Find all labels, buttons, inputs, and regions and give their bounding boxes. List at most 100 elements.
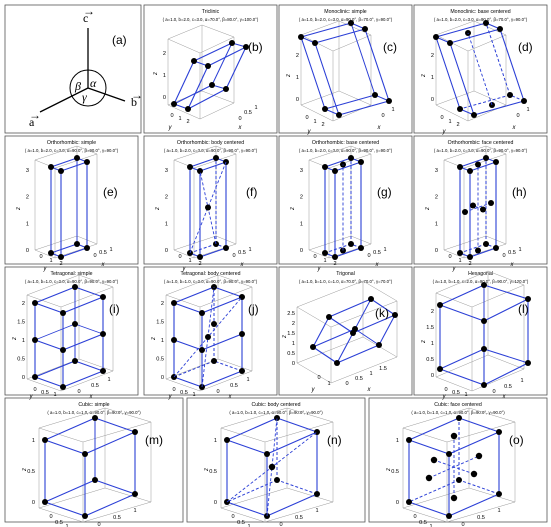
lattice-edge	[435, 36, 461, 110]
lattice-edge	[84, 493, 136, 517]
z-tick-label: 0.5	[426, 357, 434, 363]
axes-box-edge	[173, 145, 217, 161]
axes-box-edge	[443, 235, 487, 251]
lattice-edge	[336, 344, 380, 364]
panel-l: Hexagonal( a=1.0, b=1.0, c=2.0, α=90.0°,…	[413, 266, 548, 400]
panel-border	[278, 135, 413, 265]
lattice-edge	[483, 284, 529, 300]
x-axis-label: x	[512, 125, 517, 131]
axes-box-edge	[167, 104, 201, 120]
y-tick-label: 0.5	[41, 390, 49, 396]
lattice-edge	[276, 417, 318, 433]
vector-c-arrow-icon: →	[83, 4, 95, 18]
axes-box-edge	[286, 407, 334, 423]
axes-box-edge	[220, 487, 288, 509]
axes-box-edge	[54, 153, 98, 169]
face-center-atom	[480, 206, 486, 213]
axes-box-edge	[201, 90, 235, 104]
corner-atom	[171, 300, 177, 306]
lattice-edge-hidden	[483, 348, 529, 364]
lattice-edge	[439, 284, 485, 306]
panel-title: Trigonal	[336, 271, 355, 277]
corner-atom	[132, 491, 138, 497]
axes-box-edge	[330, 300, 398, 328]
y-tick-label: 2	[321, 122, 324, 128]
corner-atom	[481, 382, 487, 388]
lattice-edge	[483, 298, 529, 322]
lattice-edge-hidden	[50, 243, 78, 254]
panel-title: Cubic: face centered	[434, 402, 482, 408]
axes-box-edge	[485, 145, 507, 155]
x-tick-label: 0	[93, 253, 96, 259]
y-axis-label: y	[307, 129, 312, 135]
x-tick-label: 0	[232, 253, 235, 259]
y-tick-label: 0	[440, 115, 443, 121]
lattice-edge	[370, 298, 396, 316]
corner-atom	[298, 34, 304, 40]
corner-atom	[456, 477, 462, 483]
lattice-edge-hidden	[354, 298, 372, 330]
panel-border	[278, 4, 413, 134]
corner-atom	[332, 254, 338, 260]
axes-box-edge	[199, 286, 253, 308]
corner-atom	[197, 168, 203, 174]
axes-box-edge	[167, 24, 203, 40]
axes-box-edge	[60, 286, 114, 308]
lattice-edge	[408, 439, 450, 455]
y-tick-label: 0	[448, 254, 451, 260]
lattice-edge-hidden	[350, 22, 376, 96]
lattice-edge	[84, 431, 136, 455]
panel-d: Monoclinic: base centered( a=1.0, b=2.0,…	[413, 4, 548, 135]
panel-title: Orthorhombic: face centered	[448, 140, 514, 146]
panel-label: (o)	[509, 433, 524, 447]
lattice-edge	[62, 296, 104, 314]
lattice-edge	[193, 42, 233, 62]
y-tick-label: 1	[458, 258, 461, 264]
corner-atom	[239, 368, 245, 374]
x-axis-label: x	[228, 394, 233, 400]
x-axis-label: x	[89, 394, 94, 400]
y-axis-label: y	[43, 266, 48, 272]
z-tick-label: 1	[22, 338, 25, 344]
z-tick-label: 2	[296, 53, 299, 59]
face-center-atom	[450, 494, 458, 502]
axes-box-edge	[435, 354, 489, 378]
corner-atom	[239, 331, 245, 337]
x-tick-label: 0	[381, 113, 384, 119]
lattice-edge	[213, 286, 243, 298]
panel-label: (d)	[518, 40, 533, 54]
panel-parameters: ( a=1.0, b=2.0, c=3.0, α=90.0°, β=90.0°,…	[164, 148, 258, 153]
y-tick-label: 0	[170, 113, 173, 119]
corner-atom	[362, 26, 368, 32]
x-tick-label: 1	[497, 508, 500, 514]
corner-atom	[372, 92, 378, 98]
z-tick-label: 0	[300, 248, 303, 254]
z-tick-label: 2	[300, 195, 303, 201]
lattice-edge	[34, 302, 64, 314]
z-tick-label: 0	[32, 500, 35, 506]
corner-atom	[446, 451, 452, 457]
axes-box-edge	[338, 90, 372, 106]
axes-box-edge	[435, 104, 469, 122]
body-diagonal	[189, 161, 227, 254]
z-axis-label: z	[286, 74, 292, 78]
corner-atom	[60, 347, 66, 353]
lattice-edge	[378, 314, 396, 346]
corner-atom	[471, 112, 477, 118]
panel-title: Orthorhombic: simple	[47, 140, 96, 146]
y-tick-label: 1	[53, 392, 56, 398]
panel-label: (k)	[375, 306, 389, 320]
lattice-edge	[74, 323, 104, 335]
lattice-edge	[314, 42, 340, 116]
axes-box-edge	[463, 153, 507, 169]
x-tick-label: 0	[216, 389, 219, 395]
lattice-edge	[314, 28, 366, 44]
lattice-edge	[408, 417, 460, 441]
axes-box-edge	[201, 24, 235, 38]
corner-atom	[48, 250, 54, 256]
corner-atom	[457, 250, 463, 256]
corner-atom	[350, 330, 356, 336]
angle-arc	[69, 69, 107, 107]
axes-box-edge	[82, 501, 152, 523]
